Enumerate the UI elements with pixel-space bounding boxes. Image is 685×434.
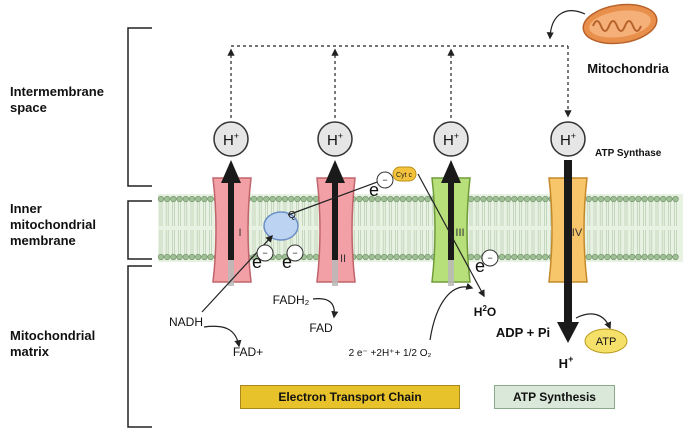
electron-symbol: e [475, 256, 485, 276]
complex-label-iii: III [455, 227, 464, 239]
complex-label-ii: II [340, 253, 346, 265]
inner-membrane-line-3: membrane [10, 233, 76, 248]
proton-out-main: H [559, 356, 568, 371]
proton-out-sup: + [568, 354, 573, 364]
proton-charge: + [234, 131, 239, 141]
proton-path [227, 45, 572, 118]
mitochondrion-icon [582, 3, 658, 45]
cytochrome-c: Cyt c [392, 166, 417, 182]
atp-synthesis-legend-chip: ATP Synthesis [494, 385, 615, 409]
proton-circle-3: H+ [433, 121, 469, 157]
atp-label: ATP [596, 336, 617, 348]
etc-legend-label: Electron Transport Chain [278, 390, 422, 404]
oxygen-arrow [429, 282, 474, 341]
region-brackets [127, 27, 152, 428]
electron-4: − e [475, 249, 499, 276]
proton-circle-4: H+ [550, 121, 586, 157]
nadh-arrow [203, 325, 242, 348]
organelle-label: Mitochondria [587, 61, 669, 76]
cytc-label: Cyt c [396, 172, 412, 179]
electron-charge: − [262, 248, 267, 258]
intermembrane-line-2: space [10, 100, 47, 115]
proton-out-label: H+ [559, 354, 574, 371]
adp-arrow [575, 313, 612, 330]
inner-membrane-label: Inner mitochondrial membrane [10, 201, 96, 249]
proton-charge: + [454, 131, 459, 141]
organelle-pointer-arrow [546, 10, 586, 40]
electron-charge: − [382, 175, 387, 185]
water-sup: 2 [482, 304, 487, 313]
svg-text:H+: H+ [223, 131, 239, 149]
intermembrane-line-1: Intermembrane [10, 84, 104, 99]
bracket-inner-membrane [127, 200, 152, 260]
electron-1: − e [252, 244, 274, 272]
nadh-label: NADH [169, 315, 203, 329]
matrix-line-2: matrix [10, 344, 50, 359]
matrix-line-1: Mitochondrial [10, 328, 96, 343]
complex-label-iv: IV [572, 227, 583, 239]
proton-circle-1: H+ [213, 121, 249, 157]
water-label: H2O [474, 304, 496, 319]
ubiquinone-q: Q [263, 210, 299, 241]
intermembrane-space-label: Intermembrane space [10, 84, 104, 116]
inner-membrane-line-1: Inner [10, 201, 42, 216]
proton-pump-arrows [221, 160, 461, 260]
etc-legend-chip: Electron Transport Chain [240, 385, 460, 409]
matrix-label: Mitochondrial matrix [10, 328, 95, 360]
proton-charge: + [571, 131, 576, 141]
electron-charge: − [292, 248, 297, 258]
atp-product: ATP [584, 328, 628, 354]
electron-symbol: e [282, 252, 292, 272]
water-tail: O [487, 305, 496, 319]
water-main: H [474, 305, 483, 319]
atp-synthase-label: ATP Synthase [595, 148, 662, 159]
fadh2-label: FADH₂ [273, 293, 310, 307]
proton-symbol: H [560, 132, 571, 149]
fad-label: FAD [309, 321, 333, 335]
electron-2: − e [282, 244, 304, 272]
electron-3: − e [369, 171, 394, 200]
inner-membrane-line-2: mitochondrial [10, 217, 96, 232]
oxygen-reaction-label: 2 e⁻ +2H⁺+ 1/2 O₂ [349, 348, 432, 359]
electron-charge: − [487, 253, 492, 263]
proton-symbol: H [443, 132, 454, 149]
atp-synthase-arrow [557, 160, 579, 343]
bracket-intermembrane [127, 27, 152, 187]
svg-text:H+: H+ [443, 131, 459, 149]
q-label: Q [288, 210, 296, 221]
proton-symbol: H [223, 132, 234, 149]
bracket-matrix [127, 265, 152, 428]
proton-symbol: H [327, 132, 338, 149]
atp-synthesis-legend-label: ATP Synthesis [513, 390, 596, 404]
svg-text:H+: H+ [560, 131, 576, 149]
complex-label-i: I [238, 227, 241, 239]
fad-plus-label: FAD+ [233, 345, 263, 359]
adp-label: ADP + Pi [496, 325, 550, 340]
svg-text:H+: H+ [327, 131, 343, 149]
electron-symbol: e [252, 252, 262, 272]
fadh2-arrow [312, 298, 339, 319]
proton-charge: + [338, 131, 343, 141]
proton-circle-2: H+ [317, 121, 353, 157]
electron-symbol: e [369, 180, 379, 200]
